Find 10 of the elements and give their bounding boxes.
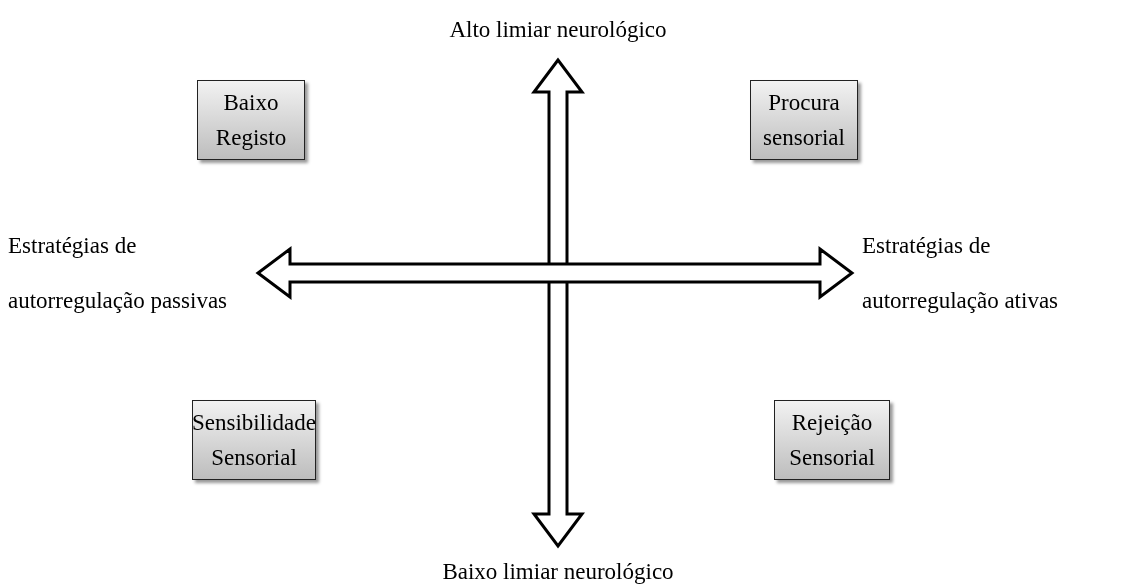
category-box: Procura sensorial [750, 80, 858, 160]
category-box: Baixo Registo [197, 80, 305, 160]
double-arrow [255, 246, 855, 300]
axis-label: Baixo limiar neurológico [441, 558, 675, 586]
axis-label: Estratégias de autorregulação passivas [8, 232, 229, 315]
category-box: Rejeição Sensorial [774, 400, 890, 480]
axis-label: Alto limiar neurológico [448, 16, 668, 44]
category-box: Sensibilidade Sensorial [192, 400, 316, 480]
axis-label: Estratégias de autorregulação ativas [862, 232, 1060, 315]
double-arrow [531, 57, 585, 549]
